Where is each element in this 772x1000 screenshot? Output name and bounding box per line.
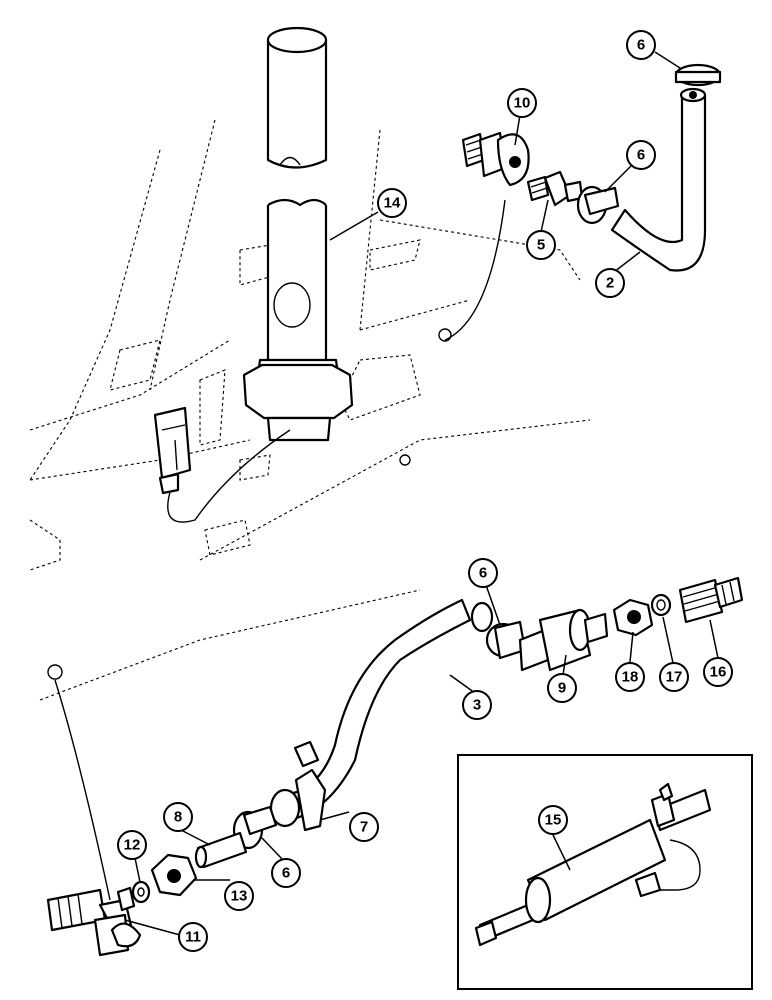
fitting-10 <box>461 131 530 187</box>
svg-text:9: 9 <box>558 680 566 697</box>
tube-14 <box>242 198 354 442</box>
svg-text:6: 6 <box>637 37 645 54</box>
callout-10: 10 <box>507 88 537 118</box>
callout-6b: 6 <box>626 140 656 170</box>
heater-15 <box>474 782 712 947</box>
svg-text:15: 15 <box>545 812 562 829</box>
svg-text:12: 12 <box>124 837 141 854</box>
svg-text:8: 8 <box>174 809 182 826</box>
svg-text:2: 2 <box>606 275 614 292</box>
upper-tube <box>266 26 328 169</box>
svg-text:18: 18 <box>622 669 639 686</box>
filter-9 <box>518 608 609 672</box>
svg-text:10: 10 <box>514 95 531 112</box>
svg-text:6: 6 <box>282 865 290 882</box>
nut-13 <box>150 853 198 897</box>
tube-8 <box>194 831 248 869</box>
callout-2: 2 <box>595 268 625 298</box>
hose-2 <box>610 87 707 272</box>
leader-lines <box>124 51 719 936</box>
svg-text:11: 11 <box>185 929 201 946</box>
callout-9: 9 <box>547 673 577 703</box>
washer-17 <box>650 593 672 617</box>
callout-5: 5 <box>526 230 556 260</box>
nut-18 <box>612 598 654 637</box>
svg-text:7: 7 <box>360 819 368 836</box>
callout-15: 15 <box>538 805 568 835</box>
svg-text:14: 14 <box>384 195 401 212</box>
callout-7: 7 <box>349 812 379 842</box>
svg-text:3: 3 <box>473 697 481 714</box>
callout-17: 17 <box>659 662 689 692</box>
callout-12: 12 <box>117 830 147 860</box>
svg-text:16: 16 <box>710 664 727 681</box>
callout-3: 3 <box>462 690 492 720</box>
svg-text:6: 6 <box>637 147 645 164</box>
callout-6d: 6 <box>271 858 301 888</box>
svg-text:17: 17 <box>666 669 683 686</box>
svg-text:13: 13 <box>231 888 248 905</box>
clamp-7 <box>269 740 327 832</box>
callout-18: 18 <box>615 662 645 692</box>
callout-11: 11 <box>178 922 208 952</box>
clamp-6-top <box>576 185 620 225</box>
fitting-16 <box>678 576 744 624</box>
washer-12 <box>131 880 151 904</box>
svg-text:6: 6 <box>479 565 487 582</box>
elbow-11 <box>46 886 142 957</box>
svg-text:5: 5 <box>537 237 545 254</box>
callout-6c: 6 <box>468 558 498 588</box>
callout-6a: 6 <box>626 30 656 60</box>
clamp-6-hose <box>674 63 722 87</box>
callout-13: 13 <box>224 881 254 911</box>
callout-16: 16 <box>703 657 733 687</box>
sensor-connector <box>153 406 291 523</box>
callout-8: 8 <box>163 802 193 832</box>
fitting-5 <box>526 170 584 207</box>
callout-14: 14 <box>377 188 407 218</box>
